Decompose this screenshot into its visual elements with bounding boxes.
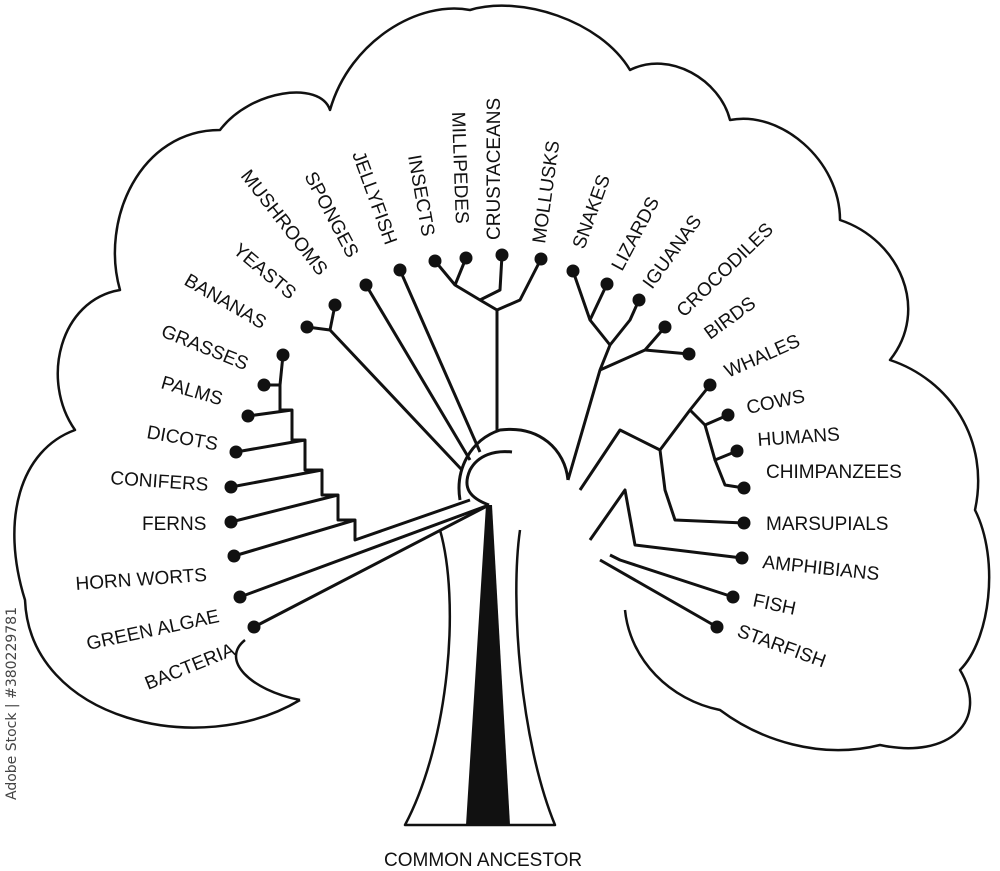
leaf-dot-insects (428, 254, 442, 268)
leaf-dot-sponges (359, 278, 373, 292)
leaf-dot-marsupials (737, 516, 751, 530)
branch-segment (566, 270, 612, 481)
branch-segment (496, 258, 543, 312)
leaf-dot-ferns (224, 515, 238, 529)
leaf-label-grasses: GRASSES (158, 321, 251, 375)
branch-segment (609, 553, 734, 599)
branch-segment (658, 384, 712, 451)
leaf-dot-iguanas (632, 293, 646, 307)
leaf-dot-cows (721, 408, 735, 422)
branch-segment (233, 498, 471, 558)
trunk-core (466, 505, 510, 825)
leaf-dot-lizards (600, 277, 614, 291)
branch-segment (608, 299, 641, 346)
leaf-label-bananas: BANANAS (181, 270, 270, 334)
leaf-label-starfish: STARFISH (734, 621, 828, 672)
branch-segment (578, 428, 745, 525)
leaf-label-marsupials: MARSUPIALS (766, 514, 888, 535)
leaf-label-fish: FISH (751, 590, 798, 620)
leaf-label-humans: HUMANS (757, 424, 841, 451)
branch-segment (479, 254, 504, 302)
leaf-dot-mollusks (534, 252, 548, 266)
branch-segment (264, 383, 292, 412)
branch-segment (644, 348, 690, 356)
leaf-label-chimpanzees: CHIMPANZEES (766, 462, 902, 483)
leaf-dot-chimpanzees (737, 481, 751, 495)
leaf-markers (224, 248, 751, 634)
leaf-label-crustaceans: CRUSTACEANS (484, 98, 505, 240)
branch-segment (230, 493, 355, 524)
branch-segment (247, 408, 305, 442)
leaf-dot-conifers (224, 480, 238, 494)
leaf-label-yeasts: YEASTS (229, 240, 300, 304)
root-label: COMMON ANCESTOR (384, 850, 582, 871)
branch-segment (433, 260, 499, 430)
leaf-dot-palms (241, 409, 255, 423)
leaf-dot-crocodiles (658, 320, 672, 334)
leaf-label-millipedes: MILLIPEDES (447, 111, 472, 224)
canopy-outline (13, 4, 991, 752)
leaf-label-ferns: FERNS (142, 514, 206, 535)
branch-segment (588, 488, 743, 560)
leaf-label-cows: COWS (745, 386, 807, 419)
leaf-label-palms: PALMS (159, 373, 225, 411)
watermark-side-text: Adobe Stock | #380229781 (4, 607, 20, 800)
leaf-label-jellyfish: JELLYFISH (347, 149, 400, 248)
leaf-label-horn-worts: HORN WORTS (75, 565, 208, 595)
canopy-inner-left (234, 639, 301, 702)
leaf-dot-green-algae (233, 590, 247, 604)
leaf-dot-bananas (276, 348, 290, 362)
leaf-dot-jellyfish (393, 263, 407, 277)
leaf-dot-horn-worts (227, 549, 241, 563)
leaf-dot-grasses (257, 378, 271, 392)
branch-segment (239, 503, 490, 599)
leaf-label-insects: INSECTS (403, 153, 438, 238)
leaf-label-mollusks: MOLLUSKS (529, 139, 564, 244)
leaf-dot-starfish (710, 620, 724, 634)
leaf-label-birds: BIRDS (701, 293, 760, 344)
leaf-dot-yeasts (300, 320, 314, 334)
leaf-dot-snakes (566, 264, 580, 278)
branch-segment (230, 468, 338, 497)
leaf-dot-mushrooms (328, 298, 342, 312)
leaf-dot-bacteria (247, 620, 261, 634)
branch-segment (398, 269, 482, 453)
leaf-label-snakes: SNAKES (569, 172, 615, 252)
leaf-label-green-algae: GREEN ALGAE (85, 606, 222, 655)
leaf-dot-fish (726, 590, 740, 604)
branch-segment (465, 450, 513, 507)
leaf-label-conifers: CONIFERS (110, 468, 209, 496)
branch-segment (306, 325, 464, 472)
leaf-label-dicots: DICOTS (145, 422, 219, 455)
leaf-dot-millipedes (459, 251, 473, 265)
branch-segment (588, 283, 609, 321)
leaf-dot-amphibians (735, 551, 749, 565)
leaf-dot-crustaceans (495, 248, 509, 262)
leaf-label-bacteria: BACTERIA (142, 639, 238, 694)
branch-segment (599, 558, 718, 629)
leaf-label-whales: WHALES (721, 331, 803, 383)
branch-segment (364, 284, 472, 461)
leaf-dot-dicots (229, 445, 243, 459)
leaf-dot-humans (730, 444, 744, 458)
tree-branches (230, 254, 745, 629)
leaf-dot-whales (703, 378, 717, 392)
leaf-dot-birds (682, 347, 696, 361)
leaf-label-amphibians: AMPHIBIANS (761, 552, 880, 585)
branch-segment (253, 503, 490, 629)
branch-segment (457, 427, 570, 501)
branch-segment (235, 438, 322, 472)
